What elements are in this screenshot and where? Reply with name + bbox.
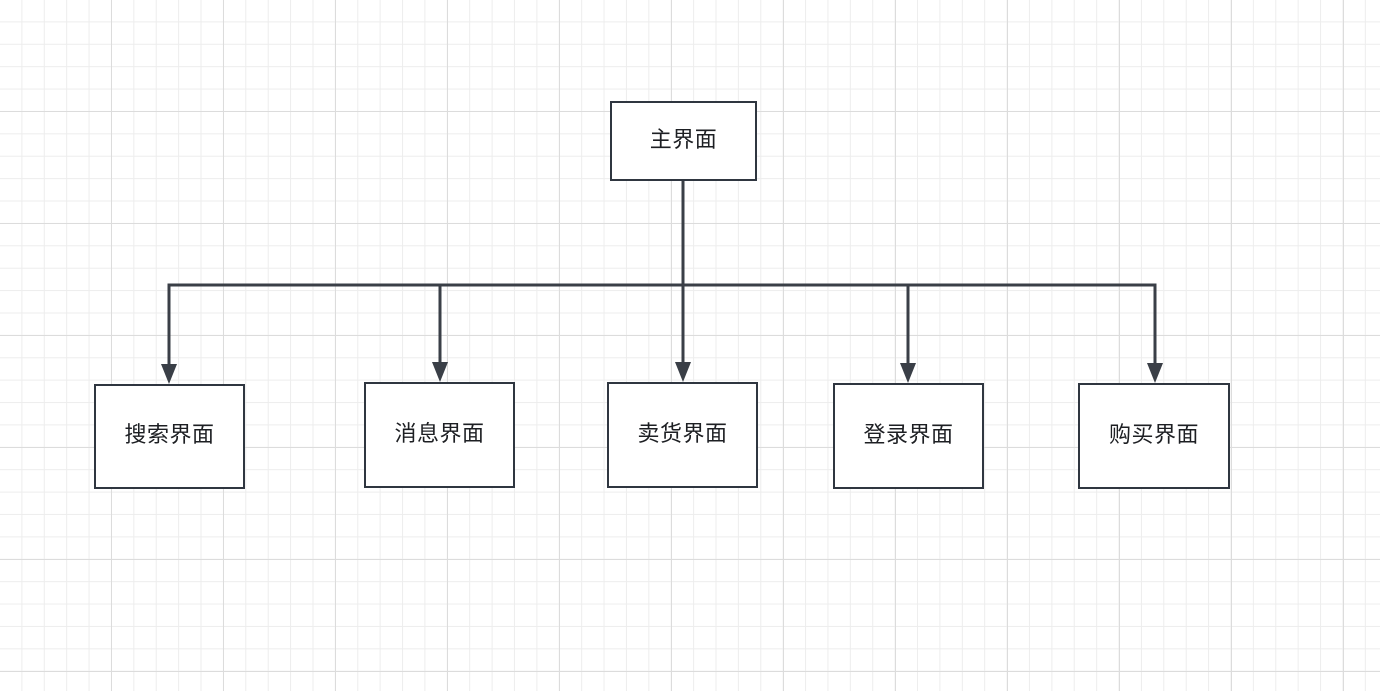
node-label-message: 消息界面 [394, 421, 485, 447]
node-label-buy: 购买界面 [1108, 422, 1199, 448]
node-search[interactable]: 搜索界面 [94, 384, 245, 489]
node-sell[interactable]: 卖货界面 [607, 382, 758, 488]
node-label-main: 主界面 [649, 127, 718, 153]
node-label-search: 搜索界面 [124, 423, 215, 449]
node-label-sell: 卖货界面 [637, 421, 728, 447]
node-message[interactable]: 消息界面 [364, 382, 515, 488]
node-buy[interactable]: 购买界面 [1078, 383, 1230, 489]
node-main[interactable]: 主界面 [610, 101, 757, 181]
node-login[interactable]: 登录界面 [833, 383, 984, 489]
node-label-login: 登录界面 [863, 422, 954, 448]
